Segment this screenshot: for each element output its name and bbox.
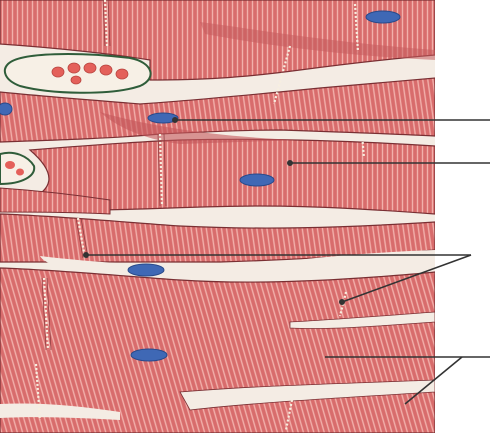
nucleus: [131, 349, 167, 361]
nucleus: [0, 103, 12, 115]
nucleus: [366, 11, 400, 23]
figure-margin: [435, 0, 495, 433]
nucleus: [128, 264, 164, 276]
nucleus: [240, 174, 274, 186]
leader-line-nucleus-dot: [173, 118, 177, 122]
capillary: [5, 54, 151, 93]
